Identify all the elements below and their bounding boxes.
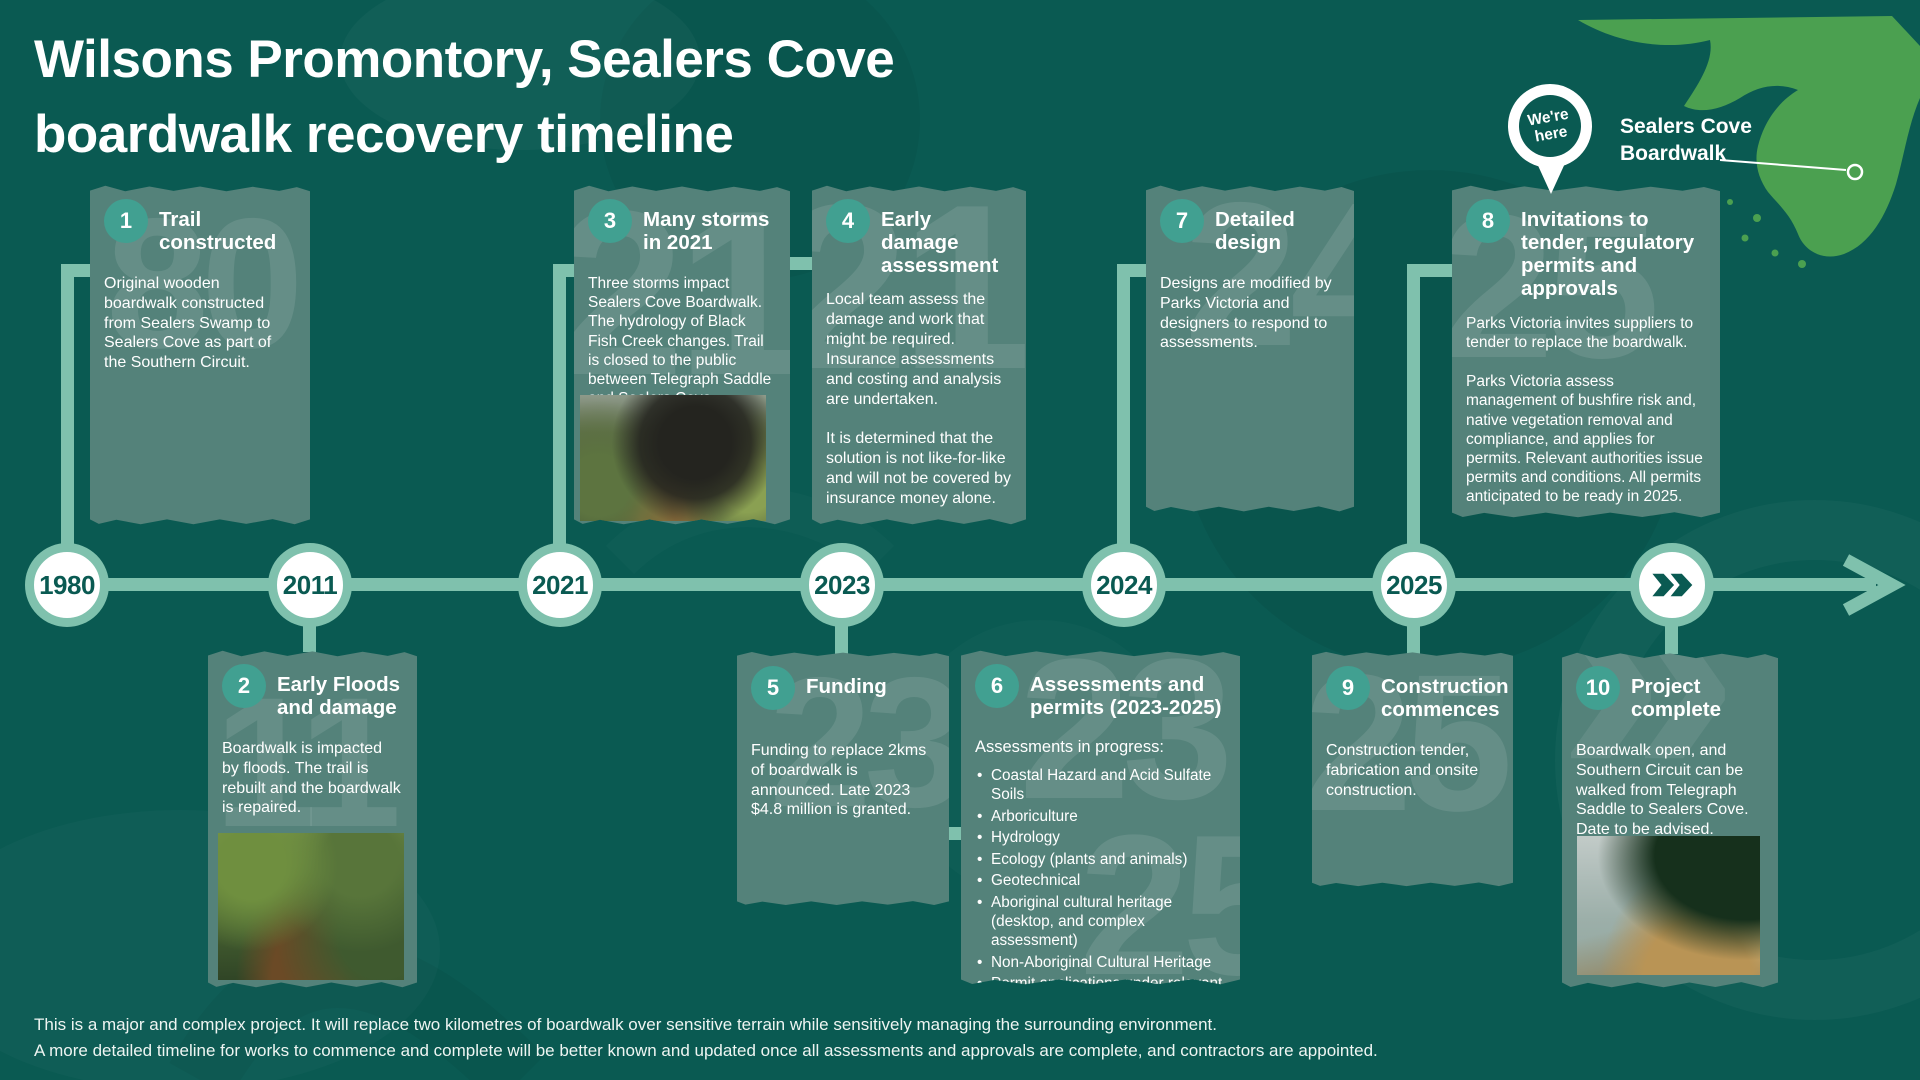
card-assessments-permits: 23 25 6 Assessments and permits (2023-20…	[961, 650, 1240, 985]
assessments-intro: Assessments in progress:	[975, 738, 1164, 756]
card-body: Parks Victoria invites suppliers to tend…	[1466, 314, 1694, 351]
pin-inner-circle: We're here	[1519, 95, 1581, 157]
list-item: Arboriculture	[975, 807, 1226, 827]
map-marker-ring-icon	[1846, 163, 1864, 181]
card-body: Boardwalk is impacted by floods. The tra…	[222, 740, 401, 817]
page-title: Wilsons Promontory, Sealers Cove boardwa…	[34, 22, 895, 173]
timeline-node-2023: 2023	[800, 543, 884, 627]
card-title: Project complete	[1631, 675, 1721, 722]
step-badge: 6	[975, 664, 1019, 708]
card-title: Detailed design	[1215, 208, 1295, 255]
card-invitations-to-tender: 25 8 Invitations to tender, regulatory p…	[1452, 185, 1720, 518]
timeline-node-2021: 2021	[518, 543, 602, 627]
step-badge: 7	[1160, 199, 1204, 243]
step-badge: 1	[104, 199, 148, 243]
list-item: Aboriginal cultural heritage (desktop, a…	[975, 893, 1226, 951]
page-title-line2: boardwalk recovery timeline	[34, 105, 734, 165]
storm-damage-photo	[580, 395, 766, 521]
assessments-list: Coastal Hazard and Acid Sulfate Soils Ar…	[975, 766, 1226, 984]
card-title: Assessments and permits (2023-2025)	[1030, 673, 1222, 720]
timeline-node-1980: 1980	[25, 543, 109, 627]
list-item: Coastal Hazard and Acid Sulfate Soils	[975, 766, 1226, 805]
step-badge: 4	[826, 199, 870, 243]
timeline-node-future	[1630, 543, 1714, 627]
card-body: Construction tender, fabrication and ons…	[1326, 742, 1479, 799]
card-project-complete: » 10 Project complete Boardwalk open, an…	[1562, 652, 1778, 988]
map-label-line2: Boardwalk	[1620, 141, 1727, 165]
card-body: Three storms impact Sealers Cove Boardwa…	[588, 275, 772, 407]
card-body: It is determined that the solution is no…	[826, 430, 1011, 507]
step-badge: 10	[1576, 666, 1620, 710]
card-early-damage-assessment: 21 4 Early damage assessment Local team …	[812, 185, 1026, 525]
list-item: Geotechnical	[975, 871, 1226, 891]
list-item: Hydrology	[975, 828, 1226, 848]
step-badge: 5	[751, 666, 795, 710]
card-title: Funding	[806, 675, 887, 698]
card-body: Parks Victoria assess management of bush…	[1466, 373, 1703, 506]
step-badge: 3	[588, 199, 632, 243]
page-title-line1: Wilsons Promontory, Sealers Cove	[34, 30, 895, 89]
card-title: Trail constructed	[159, 208, 277, 255]
step-badge: 8	[1466, 199, 1510, 243]
card-title: Many storms in 2021	[643, 208, 770, 255]
fast-forward-icon	[1652, 573, 1693, 597]
card-body: Local team assess the damage and work th…	[826, 291, 1002, 408]
footer-line1: This is a major and complex project. It …	[34, 1015, 1217, 1034]
timeline-node-2025: 2025	[1372, 543, 1456, 627]
timeline-node-2011: 2011	[268, 543, 352, 627]
wilsons-promontory-map	[1578, 16, 1920, 268]
map-label-line1: Sealers Cove	[1620, 115, 1752, 138]
list-item: Ecology (plants and animals)	[975, 850, 1226, 870]
card-body: Original wooden boardwalk constructed fr…	[104, 275, 272, 372]
card-title: Early damage assessment	[881, 208, 999, 278]
card-detailed-design: 24 7 Detailed design Designs are modifie…	[1146, 185, 1354, 512]
list-item: Permit applications under relevant legis…	[975, 974, 1226, 984]
card-construction-commences: 25 9 Construction commences Construction…	[1312, 651, 1513, 887]
card-early-floods: 11 2 Early Floods and damage Boardwalk i…	[208, 650, 417, 988]
map-location-label: Sealers Cove Boardwalk	[1620, 114, 1752, 168]
step-badge: 9	[1326, 666, 1370, 710]
card-body: Designs are modified by Parks Victoria a…	[1160, 275, 1332, 352]
step-badge: 2	[222, 664, 266, 708]
card-trail-constructed: 80 1 Trail constructed Original wooden b…	[90, 185, 310, 525]
fern-gully-boardwalk-photo	[218, 833, 404, 980]
aerial-cove-photo	[1577, 836, 1760, 975]
list-item: Non-Aboriginal Cultural Heritage	[975, 953, 1226, 973]
map-leader-line	[1719, 159, 1847, 171]
card-title: Early Floods and damage	[277, 673, 401, 720]
footer-note: This is a major and complex project. It …	[34, 1012, 1378, 1065]
were-here-label: We're here	[1526, 105, 1571, 146]
card-body: Boardwalk open, and Southern Circuit can…	[1576, 742, 1749, 839]
timeline-node-2024: 2024	[1082, 543, 1166, 627]
timeline-arrowhead-icon	[1842, 554, 1906, 616]
card-title: Construction commences	[1381, 675, 1509, 722]
location-pin-icon: We're here	[1506, 84, 1594, 196]
footer-line2: A more detailed timeline for works to co…	[34, 1041, 1378, 1061]
card-funding: 23 5 Funding Funding to replace 2kms of …	[737, 652, 949, 905]
card-many-storms: 21 3 Many storms in 2021 Three storms im…	[574, 185, 790, 525]
map-landmass	[1578, 16, 1920, 257]
card-title: Invitations to tender, regulatory permit…	[1521, 208, 1695, 301]
card-body: Funding to replace 2kms of boardwalk is …	[751, 742, 927, 819]
